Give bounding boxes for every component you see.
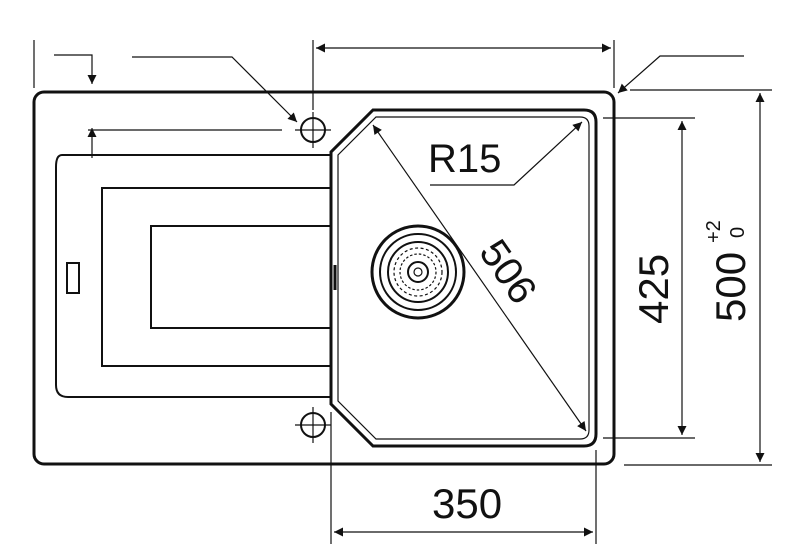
corner-radius-leader	[617, 55, 744, 94]
overall-depth-tolerance-lower: 0	[727, 227, 749, 238]
diagonal-label: 506	[471, 232, 545, 312]
overall-depth-label: 500	[707, 252, 754, 322]
bowl-inner-edge	[337, 116, 590, 440]
drainboard-recess	[150, 225, 332, 329]
tap-hole-leader	[132, 56, 298, 123]
diagonal-dimension	[372, 124, 587, 432]
overflow-slot	[66, 262, 80, 294]
drainboard-inner-step	[101, 187, 332, 367]
drain-strainer	[370, 224, 466, 320]
bowl-width-label: 350	[432, 480, 502, 527]
overall-depth-tolerance-upper: +2	[703, 220, 725, 243]
tap-hole-top	[295, 112, 331, 148]
drainboard-offset-leader	[54, 54, 97, 84]
radius-label: R15	[428, 137, 501, 181]
bowl-outline	[329, 108, 598, 448]
bowl-depth-label: 425	[630, 254, 677, 324]
tap-hole-bottom	[295, 407, 331, 443]
drainboard-outline	[55, 154, 332, 398]
sink-outline	[32, 90, 616, 466]
